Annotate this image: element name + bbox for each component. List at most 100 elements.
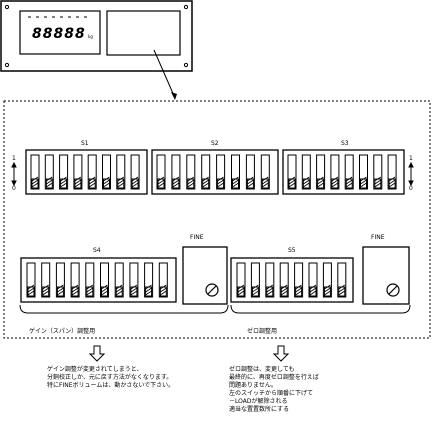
caption-gain: ゲイン（スパン）調整用: [29, 327, 95, 335]
dip-switch[interactable]: [231, 154, 240, 190]
note-right-line: －LOADが解除される: [229, 398, 288, 405]
switch-bank-s2: [151, 149, 279, 195]
dip-switch[interactable]: [41, 262, 51, 298]
dip-switch[interactable]: [70, 262, 80, 298]
dip-switch[interactable]: [337, 262, 347, 298]
leader-arrowhead: [171, 92, 177, 100]
switch-group-s5: [236, 262, 347, 298]
switch-bank-s3: [282, 149, 405, 195]
position-arrow-right: [408, 161, 414, 187]
dip-switch[interactable]: [260, 154, 270, 190]
label-s4: S4: [93, 247, 101, 254]
dip-switch[interactable]: [330, 154, 340, 190]
fine-label-gain: FINE: [190, 234, 204, 241]
label-s5: S5: [288, 247, 296, 254]
dip-switch[interactable]: [100, 262, 109, 298]
note-left-line: ゲイン調整が変更されてしまうと、: [47, 366, 143, 373]
dip-switch[interactable]: [301, 154, 311, 190]
dip-switch[interactable]: [114, 262, 124, 298]
note-right-line: 適当な置置数所にする: [229, 406, 290, 413]
panel-screw: [183, 4, 189, 10]
note-left-line: 分銅校正しか、元に戻す方法がなくなります。: [47, 374, 173, 381]
dip-switch[interactable]: [308, 262, 318, 298]
dip-switch[interactable]: [59, 154, 69, 190]
fine-knob-zero: [386, 283, 400, 297]
label-s1: S1: [81, 140, 89, 147]
dip-switch[interactable]: [144, 262, 154, 298]
dip-switch[interactable]: [279, 262, 289, 298]
label-s3: S3: [341, 140, 349, 147]
dip-switch[interactable]: [156, 154, 166, 190]
bracket-zero: [230, 304, 411, 314]
dip-switch[interactable]: [30, 154, 40, 190]
fine-knob-zero-slot: [388, 285, 398, 295]
note-left-line: 特にFINEボリュームは、動かさないで下さい。: [47, 382, 175, 389]
switch-group-s1: [30, 154, 140, 190]
position-arrow-left: [11, 161, 17, 187]
dip-switch[interactable]: [387, 154, 397, 190]
fine-knob-gain: [205, 283, 219, 297]
dip-switch[interactable]: [250, 262, 260, 298]
dip-switch[interactable]: [186, 154, 196, 190]
position-off-left: 0: [12, 185, 16, 192]
dip-switch[interactable]: [245, 154, 255, 190]
leader-line: [153, 49, 176, 99]
dip-switch[interactable]: [373, 154, 383, 190]
display-digits: 88888: [32, 26, 86, 42]
dip-switch[interactable]: [236, 262, 246, 298]
dip-switch[interactable]: [265, 262, 275, 298]
note-right: ゼロ調整は、変更しても 最終的に、再度ゼロ調整を行えば 問題ありません。 左のス…: [229, 366, 319, 414]
switch-bank-s5: [230, 257, 354, 303]
fine-trimmer-gain: [182, 246, 228, 305]
dip-switch[interactable]: [130, 154, 140, 190]
switch-bank-s1: [25, 149, 148, 195]
panel-screw: [4, 62, 10, 68]
dip-switch[interactable]: [116, 154, 126, 190]
dip-switch[interactable]: [322, 262, 332, 298]
indicator-display: [19, 10, 101, 55]
dip-switch[interactable]: [102, 154, 111, 190]
dip-switch[interactable]: [44, 154, 54, 190]
position-on-left: 1: [12, 155, 16, 162]
switch-group-s3: [287, 154, 397, 190]
dip-switch[interactable]: [344, 154, 354, 190]
note-right-line: ゼロ調整は、変更しても: [229, 366, 295, 373]
dip-switch[interactable]: [87, 154, 97, 190]
access-window: [106, 10, 181, 56]
dip-switch[interactable]: [201, 154, 211, 190]
switch-group-s2: [156, 154, 270, 190]
dip-switch[interactable]: [129, 262, 139, 298]
dip-switch[interactable]: [158, 262, 168, 298]
switch-bank-s4: [20, 257, 177, 303]
note-right-line: 問題ありません。: [229, 382, 277, 389]
switch-group-s4: [26, 262, 168, 298]
front-panel: [0, 0, 193, 72]
note-right-line: 左のスイッチから順番に下げて: [229, 390, 314, 397]
caption-zero: ゼロ調整用: [247, 327, 277, 335]
panel-screw: [4, 4, 10, 10]
label-s2: S2: [211, 140, 219, 147]
note-right-line: 最終的に、再度ゼロ調整を行えば: [229, 374, 319, 381]
down-arrow-right: [272, 345, 290, 362]
note-left: ゲイン調整が変更されてしまうと、 分銅校正しか、元に戻す方法がなくなります。 特…: [47, 366, 174, 390]
dip-switch[interactable]: [316, 154, 326, 190]
fine-trimmer-zero: [362, 246, 410, 305]
dip-switch[interactable]: [216, 154, 226, 190]
fine-label-zero: FINE: [371, 234, 385, 241]
down-arrow-left: [88, 345, 106, 362]
dip-switch[interactable]: [171, 154, 181, 190]
panel-screw: [183, 62, 189, 68]
position-on-right: 1: [409, 155, 413, 162]
dip-switch[interactable]: [85, 262, 95, 298]
dip-switch[interactable]: [287, 154, 297, 190]
dip-switch[interactable]: [55, 262, 65, 298]
position-off-right: 0: [409, 185, 413, 192]
fine-knob-gain-slot: [207, 285, 217, 295]
dip-switch[interactable]: [359, 154, 368, 190]
display-unit: kg: [88, 34, 93, 39]
dip-switch[interactable]: [73, 154, 83, 190]
bracket-gain: [19, 304, 229, 314]
dip-switch[interactable]: [294, 262, 304, 298]
dip-switch[interactable]: [26, 262, 36, 298]
